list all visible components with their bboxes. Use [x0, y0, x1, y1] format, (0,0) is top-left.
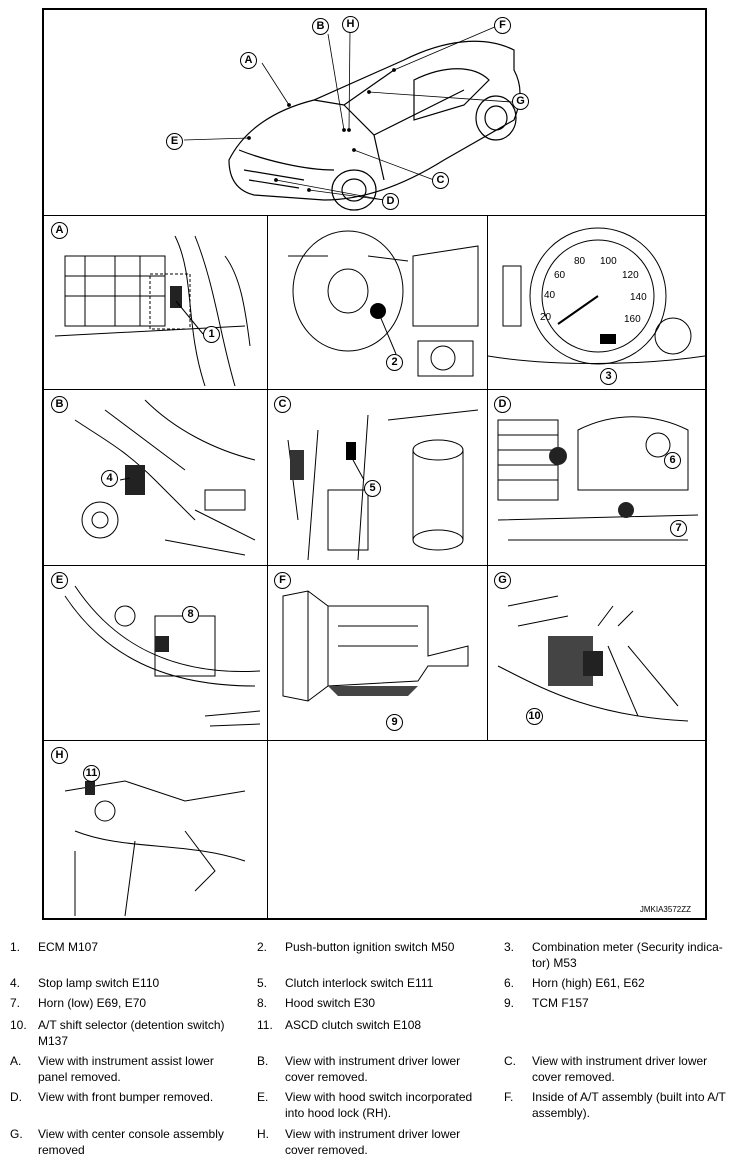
- stop-lamp-illustration: [74, 399, 256, 556]
- horn-illustration: [497, 416, 699, 541]
- panel-letter-h: H: [51, 747, 68, 764]
- callout-3: 3: [600, 368, 617, 385]
- panel-letter-a1: A: [51, 222, 68, 239]
- overview-label-f: F: [494, 17, 511, 34]
- overview-label-b: B: [312, 18, 329, 35]
- gauge-tick-120: 120: [622, 270, 639, 281]
- panel-a-meter: 20 40 60 80 100 120 140 160 3: [488, 216, 705, 389]
- overview-label-h: H: [342, 16, 359, 33]
- callout-1: 1: [203, 326, 220, 343]
- overview-label-a: A: [240, 52, 257, 69]
- panel-h-ascd: H 11: [45, 741, 267, 919]
- shift-selector-illustration: [497, 595, 689, 722]
- gauge-tick-140: 140: [630, 292, 647, 303]
- callout-2: 2: [386, 354, 403, 371]
- transmission-illustration: [282, 590, 469, 702]
- callout-8: 8: [182, 606, 199, 623]
- grid-line-v2: [487, 215, 488, 740]
- grid-line-h3: [44, 565, 705, 566]
- panel-a-ecm: A 1: [45, 216, 267, 389]
- ascd-switch-illustration: [64, 780, 246, 917]
- callout-10: 10: [526, 708, 543, 725]
- hood-switch-illustration: [64, 585, 261, 727]
- figure-code: JMKIA3572ZZ: [639, 905, 691, 914]
- ecm-illustration: [54, 235, 251, 387]
- panel-e-hood-switch: E 8: [45, 566, 267, 740]
- panel-letter-g: G: [494, 572, 511, 589]
- callout-5: 5: [364, 480, 381, 497]
- panel-c-clutch-interlock: C 5: [268, 390, 487, 565]
- panel-a-ignition: 2: [268, 216, 487, 389]
- ignition-switch-illustration: [288, 230, 479, 377]
- gauge-tick-100: 100: [600, 256, 617, 267]
- callout-6: 6: [664, 452, 681, 469]
- grid-line-v1: [267, 215, 268, 920]
- panel-letter-e: E: [51, 572, 68, 589]
- panel-letter-b: B: [51, 396, 68, 413]
- overview-label-g: G: [512, 93, 529, 110]
- panel-f-tcm: F 9: [268, 566, 487, 740]
- clutch-interlock-illustration: [287, 409, 479, 561]
- callout-11: 11: [83, 765, 100, 782]
- car-illustration: [183, 25, 521, 211]
- overview-label-e: E: [166, 133, 183, 150]
- grid-line-h2: [44, 389, 705, 390]
- panel-letter-f: F: [274, 572, 291, 589]
- panel-g-shift-selector: G 10: [488, 566, 705, 740]
- gauge-tick-20: 20: [540, 312, 552, 323]
- panel-b-stop-lamp: B 4: [45, 390, 267, 565]
- panel-letter-c: C: [274, 396, 291, 413]
- panel-letter-d: D: [494, 396, 511, 413]
- overview-label-c: C: [432, 172, 449, 189]
- gauge-tick-80: 80: [574, 256, 586, 267]
- grid-line-h1: [44, 215, 705, 216]
- grid-line-h4: [44, 740, 705, 741]
- gauge-tick-60: 60: [554, 270, 566, 281]
- callout-7: 7: [670, 520, 687, 537]
- gauge-tick-160: 160: [624, 314, 641, 325]
- callout-4: 4: [101, 470, 118, 487]
- component-location-figure: A B H F G E C D A 1: [42, 8, 707, 920]
- overview-label-d: D: [382, 193, 399, 210]
- overview-car-panel: A B H F G E C D: [44, 10, 705, 215]
- gauge-tick-40: 40: [544, 290, 556, 301]
- panel-d-horns: D 6 7: [488, 390, 705, 565]
- combination-meter-illustration: 20 40 60 80 100 120 140 160: [488, 227, 705, 365]
- callout-9: 9: [386, 714, 403, 731]
